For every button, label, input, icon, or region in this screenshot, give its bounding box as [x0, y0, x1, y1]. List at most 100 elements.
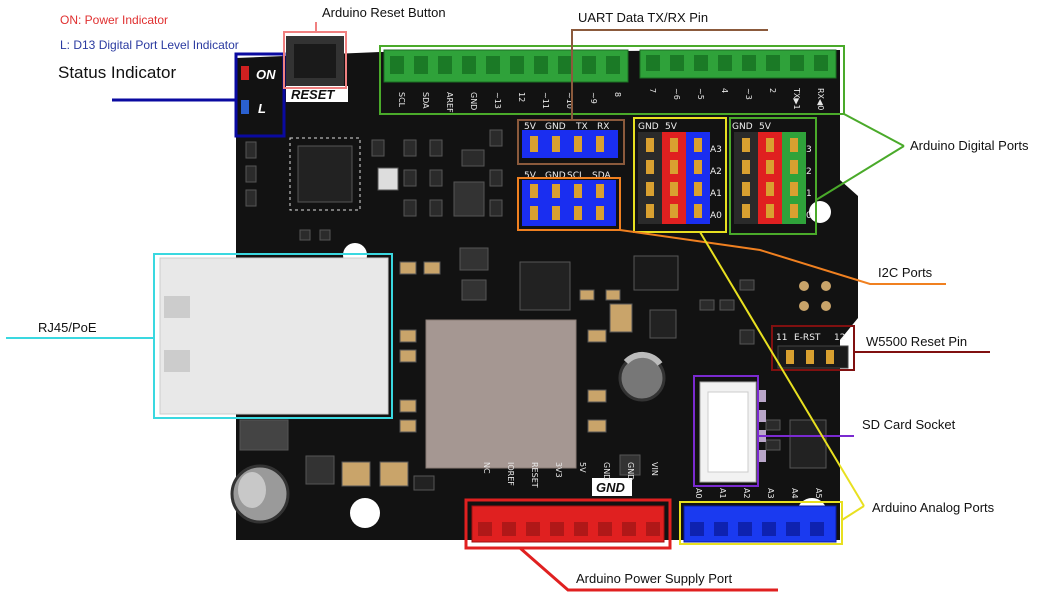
digital-gvs-box — [729, 117, 817, 235]
on-led-text: ON — [256, 67, 276, 82]
top-pin-label: ~9 — [589, 92, 598, 104]
i2c-pin-label: GND — [545, 171, 566, 181]
uart-pin-label: GND — [545, 122, 566, 132]
power-pin-label: 5V — [578, 462, 587, 473]
top-right-pin-labels: 7 ~6 ~5 4 ~3 2 TX▶1 RX◀0 — [648, 87, 825, 110]
top-pin-label: 2 — [768, 88, 777, 93]
top-pin-label: 7 — [648, 88, 657, 93]
top-pin-label: GND — [469, 92, 478, 110]
status-leds: ON L — [241, 66, 276, 116]
erst-label: 11 — [776, 333, 787, 343]
w5500-chip — [425, 319, 577, 469]
top-pin-label: ~11 — [541, 92, 550, 109]
legend-l: L: D13 Digital Port Level Indicator — [60, 38, 239, 52]
l-led-text: L — [258, 101, 266, 116]
legend-on: ON: Power Indicator — [60, 13, 169, 27]
analog-row-label: A1 — [710, 189, 722, 199]
digital-ports-label: Arduino Digital Ports — [910, 138, 1029, 153]
reset-button-label: Arduino Reset Button — [322, 5, 446, 20]
top-pin-label: 4 — [720, 88, 729, 93]
top-pin-label: 12 — [517, 92, 526, 102]
i2c-box — [517, 177, 621, 231]
gnd-silk-text: GND — [596, 480, 626, 495]
power-pin-label: RESET — [530, 462, 539, 488]
power-pin-label: VIN — [650, 462, 659, 476]
uart-pin-label: 5V — [524, 122, 537, 132]
analog-ports-label: Arduino Analog Ports — [872, 500, 995, 515]
uart-label: UART Data TX/RX Pin — [578, 10, 709, 25]
erst-label: E-RST — [794, 333, 821, 343]
sd-card-component — [699, 381, 766, 483]
analog-gvs-block — [638, 132, 710, 224]
top-pin-label: TX▶1 — [792, 87, 801, 110]
status-indicator-box — [234, 52, 286, 138]
analog-pin-label: A3 — [766, 488, 775, 499]
analog-leader-line-1 — [699, 231, 865, 507]
i2c-pin-label: SDA — [592, 171, 611, 181]
digital-header-left — [383, 49, 629, 83]
analog-pin-label: A4 — [790, 488, 799, 499]
digital-row-label: 1 — [806, 189, 812, 199]
i2c-pin-label: SCL — [567, 171, 584, 181]
analog-pin-label: A0 — [694, 488, 703, 499]
top-pin-label: SCL — [397, 92, 406, 108]
top-pin-label: ~3 — [744, 88, 753, 100]
reset-silk-text: RESET — [291, 87, 335, 102]
power-pin-label: GND — [626, 462, 635, 480]
digital-leader-line-2 — [815, 145, 905, 201]
digital-header-right — [639, 49, 837, 79]
power-port-box — [464, 498, 672, 550]
power-pin-label: GND — [602, 462, 611, 480]
top-pin-label: AREF — [445, 92, 454, 113]
top-pin-label: ~6 — [672, 88, 681, 100]
uart-pin-label: TX — [575, 122, 588, 132]
erst-label: 12 — [834, 333, 845, 343]
analog-pin-label: A1 — [718, 488, 727, 499]
analog-header — [683, 505, 837, 543]
uart-leader-line — [571, 29, 768, 120]
digital-ports-box — [379, 45, 845, 115]
rj45-label: RJ45/PoE — [38, 320, 97, 335]
capacitors — [230, 351, 666, 524]
i2c-leader-line — [619, 229, 946, 285]
top-pin-label: ~13 — [493, 92, 502, 109]
i2c-header — [522, 180, 616, 226]
rj45-box — [153, 253, 393, 419]
digital-row-label: 0 — [806, 211, 812, 221]
erst-header — [777, 345, 849, 369]
power-pin-label: NC — [482, 462, 491, 474]
analog-pin-label: A5 — [814, 488, 823, 499]
microcontroller-chip — [289, 137, 361, 211]
i2c-label: I2C Ports — [878, 265, 933, 280]
digital-row-label: 3 — [806, 145, 812, 155]
w5500-reset-box — [771, 325, 855, 371]
uart-header — [522, 130, 618, 158]
power-header: GND — [471, 478, 665, 543]
top-pin-label: ~5 — [696, 88, 705, 100]
digital-gvs-block — [734, 132, 806, 224]
digital-leader-line-1 — [843, 113, 905, 147]
uart-pin-labels: 5V GND TX RX — [524, 122, 609, 132]
digital-row-label: 2 — [806, 167, 812, 177]
analog-leader-line-2 — [841, 505, 865, 521]
status-indicator-title: Status Indicator — [58, 63, 177, 82]
top-pin-label: RX◀0 — [816, 88, 825, 110]
mounting-hole — [350, 498, 380, 528]
analog-row-label: A2 — [710, 167, 722, 177]
power-pin-label: 3V3 — [554, 462, 563, 478]
sd-card-box — [693, 375, 759, 487]
power-port-label: Arduino Power Supply Port — [576, 571, 733, 586]
power-leader-line — [519, 546, 778, 592]
analog-gvs-box — [633, 117, 727, 233]
analog-ports-box — [679, 501, 843, 545]
uart-pin-label: RX — [597, 122, 609, 132]
sd-card-label: SD Card Socket — [862, 417, 956, 432]
top-pin-label: SDA — [421, 92, 430, 109]
